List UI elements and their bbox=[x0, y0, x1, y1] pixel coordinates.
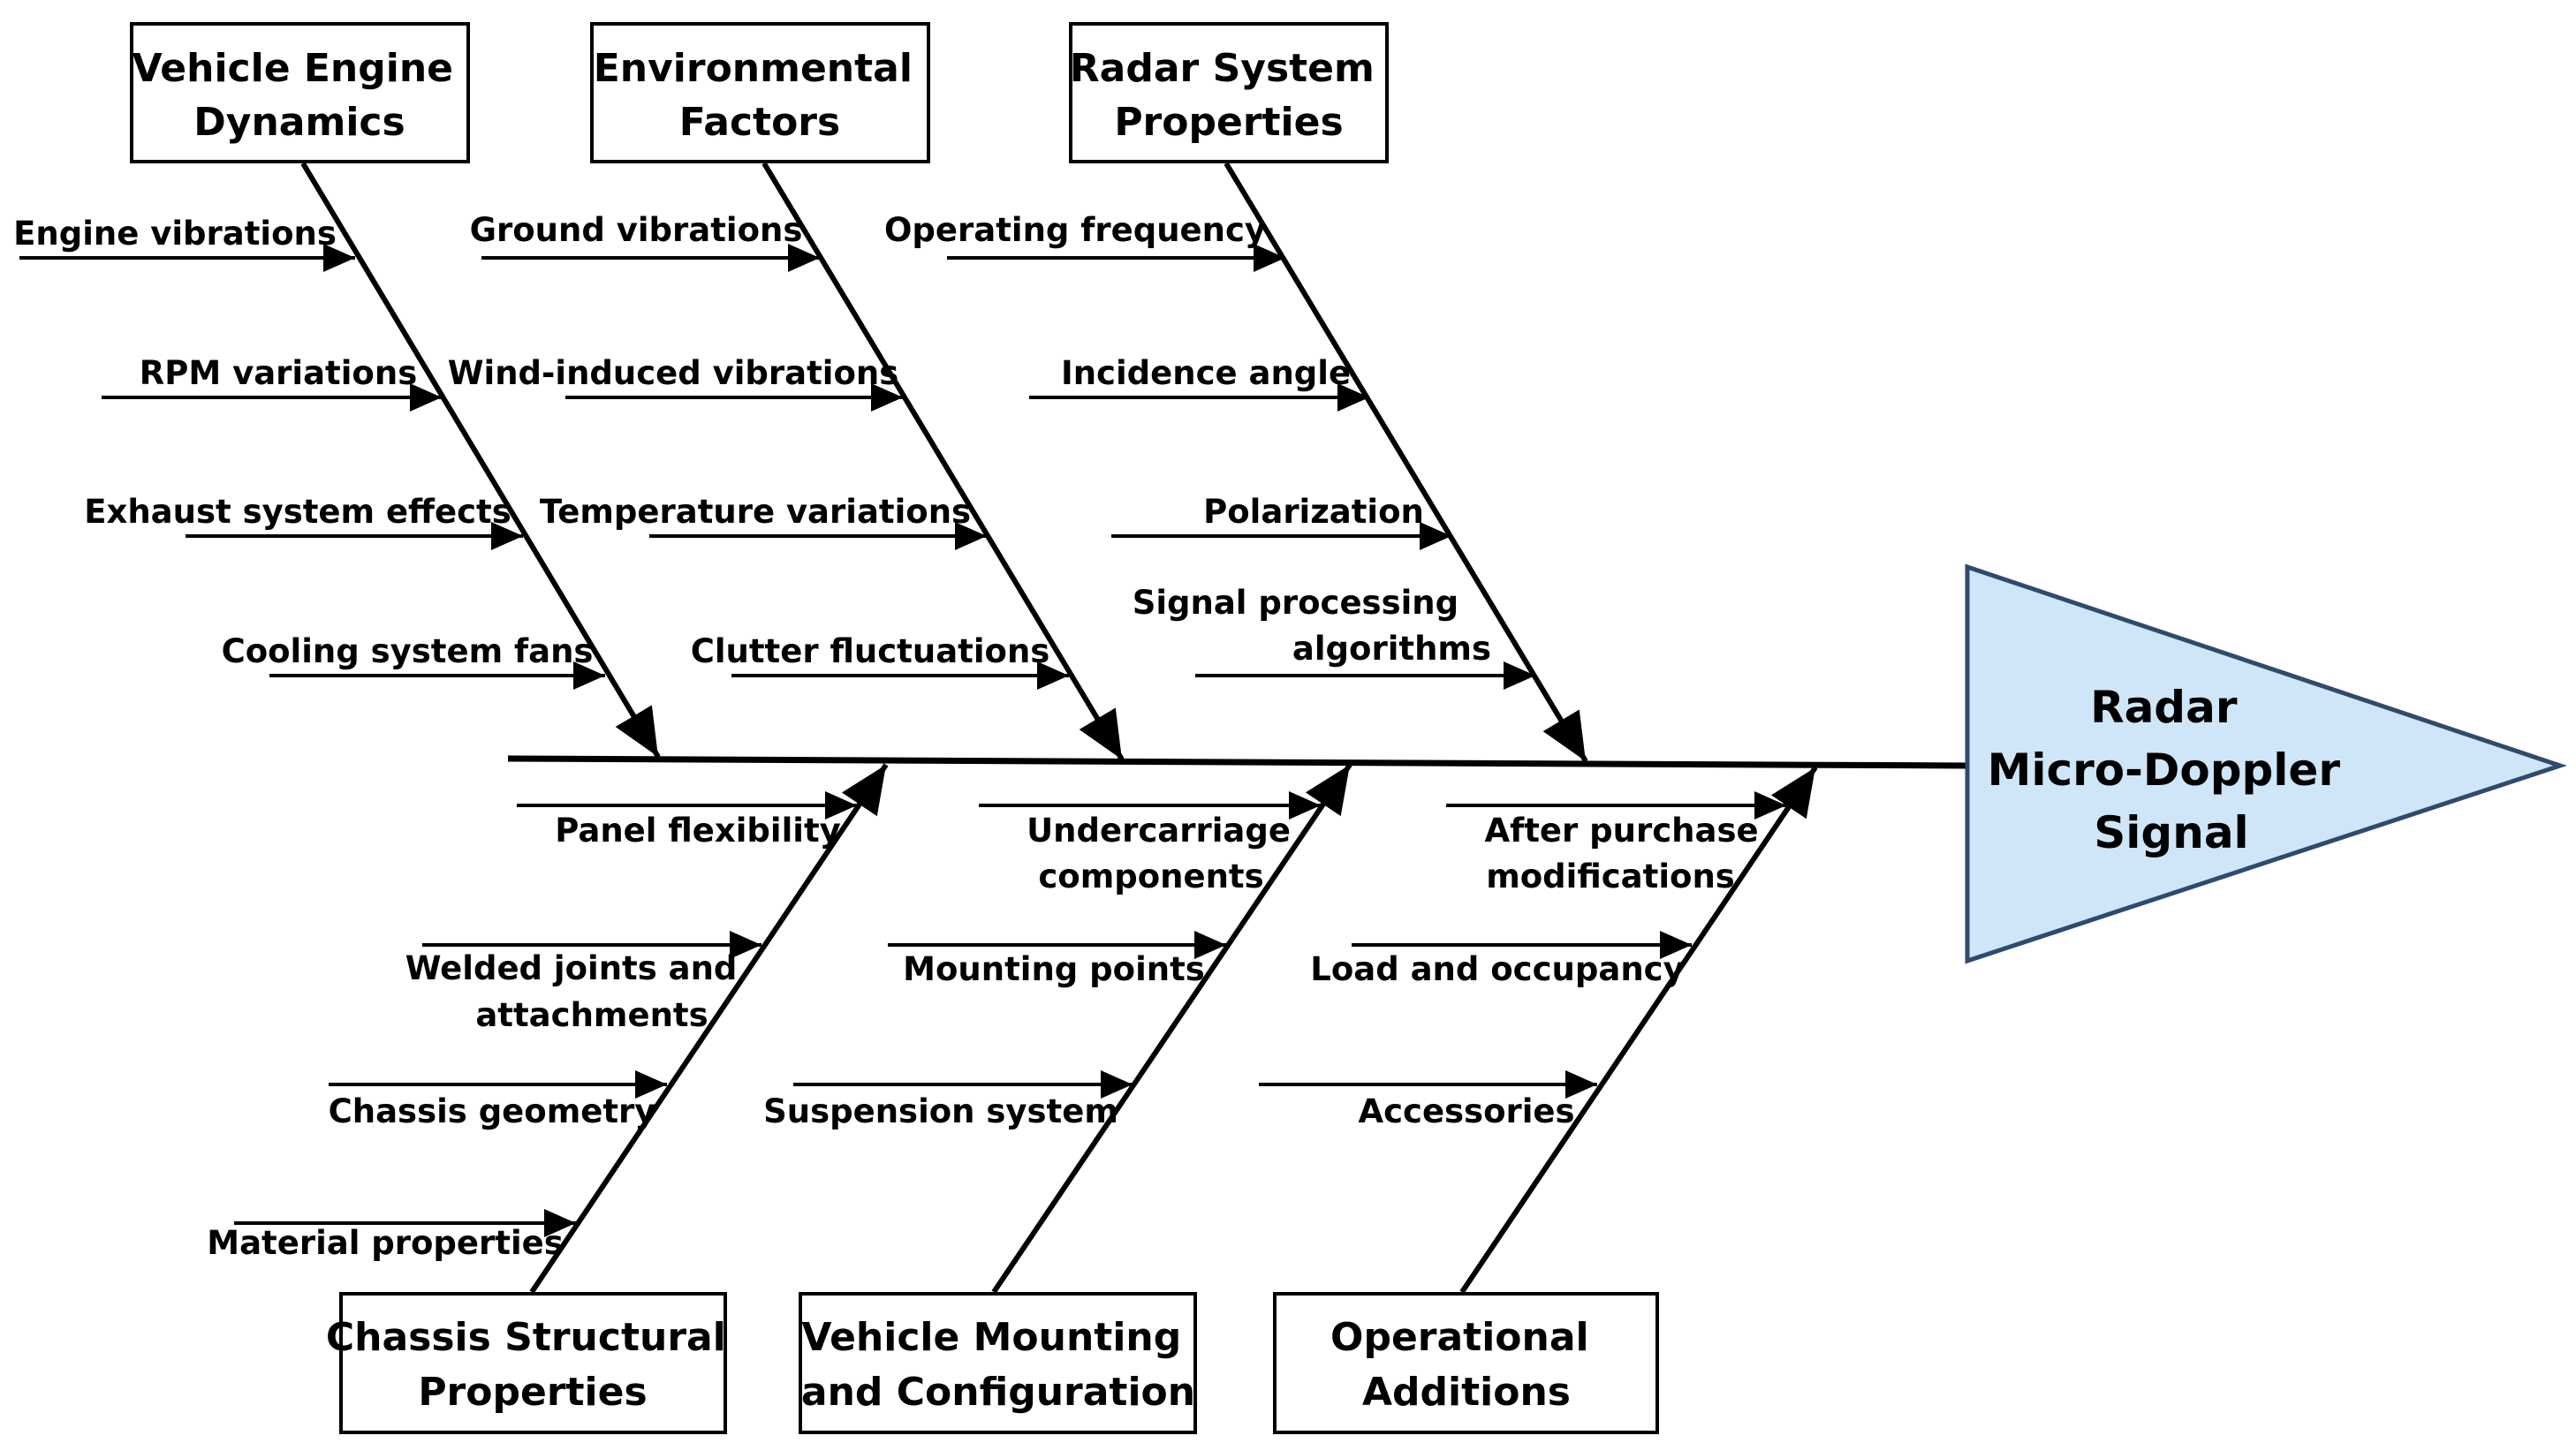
svg-text:Clutter fluctuations: Clutter fluctuations bbox=[691, 632, 1050, 670]
svg-text:Vehicle Engine Dynamics: Vehicle Engine Dynamics bbox=[133, 46, 467, 145]
category-box bbox=[1273, 1292, 1659, 1434]
svg-text:Vehicle Mounting and Con: Vehicle Mounting and Configuration bbox=[801, 1315, 1195, 1415]
category-vehicle-engine-dynamics: Vehicle Engine Dynamics Engine vibration… bbox=[13, 22, 661, 759]
svg-text:Engine vibrations: Engine vibrations bbox=[13, 215, 337, 253]
cause-label: Material properties bbox=[207, 1224, 564, 1262]
cause-label: Ground vibrations bbox=[470, 211, 803, 249]
svg-text:Wind-induced vibrations: Wind-induced vibrations bbox=[448, 354, 899, 392]
cause-label: Polarization bbox=[1203, 493, 1424, 531]
svg-text:Chassis Structural Prope: Chassis Structural Properties bbox=[326, 1315, 739, 1415]
cause-label: Engine vibrations bbox=[13, 215, 337, 253]
spine-line bbox=[507, 755, 1966, 769]
svg-text:Temperature variations: Temperature variations bbox=[540, 493, 971, 531]
cause-label-line-2: attachments bbox=[475, 996, 708, 1034]
cause-label: Wind-induced vibrations bbox=[448, 354, 899, 392]
category-title-line-1: Vehicle Mounting bbox=[801, 1315, 1181, 1360]
branch-line bbox=[1459, 766, 1818, 1294]
svg-text:Mounting points: Mounting points bbox=[903, 950, 1205, 988]
effect-label-line-2: Micro-Doppler bbox=[1988, 744, 2341, 796]
category-environmental-factors: Environmental Factors Ground vibrations … bbox=[448, 22, 1125, 761]
cause-label-line-1: Welded joints and bbox=[405, 949, 738, 987]
cause-label: Panel flexibility bbox=[555, 812, 841, 850]
branch-line bbox=[991, 763, 1352, 1294]
cause-label-line-1: Signal processing bbox=[1133, 584, 1458, 622]
branch-line bbox=[300, 162, 661, 759]
svg-text:Load and occupancy: Load and occupancy bbox=[1310, 950, 1684, 988]
svg-text:Accessories: Accessories bbox=[1358, 1092, 1574, 1130]
cause-label: Incidence angle bbox=[1061, 354, 1351, 392]
branch-line bbox=[529, 763, 889, 1294]
category-title-line-2: Factors bbox=[679, 100, 840, 145]
category-title-line-2: Additions bbox=[1362, 1370, 1571, 1415]
cause-label: Exhaust system effects bbox=[84, 493, 511, 531]
cause-label-line-2: modifications bbox=[1486, 857, 1735, 895]
svg-text:Suspension system: Suspension system bbox=[763, 1092, 1118, 1130]
category-title-line-1: Operational bbox=[1330, 1315, 1589, 1360]
svg-text:Environmental Factors: Environmental Factors bbox=[594, 46, 927, 145]
category-operational-additions: Operational Additions After purchase mod… bbox=[1259, 766, 1818, 1434]
svg-text:Chassis geometry: Chassis geometry bbox=[329, 1092, 656, 1130]
effect-label-line-3: Signal bbox=[2094, 807, 2248, 858]
category-box bbox=[339, 1292, 727, 1434]
category-box bbox=[590, 22, 930, 163]
category-box bbox=[1069, 22, 1389, 163]
cause-label: Mounting points bbox=[903, 950, 1205, 988]
cause-label: Load and occupancy bbox=[1310, 950, 1684, 988]
svg-text:Operational Additions: Operational Additions bbox=[1330, 1315, 1602, 1415]
category-title-line-2: Properties bbox=[418, 1370, 647, 1415]
category-title-line-2: and Configuration bbox=[801, 1370, 1195, 1415]
branch-line bbox=[761, 162, 1125, 761]
category-title-line-2: Dynamics bbox=[193, 100, 405, 145]
svg-text:Radar Micro-Doppler: Radar Micro-Doppler Signal bbox=[1988, 682, 2356, 858]
svg-text:Polarization: Polarization bbox=[1203, 493, 1424, 531]
category-title-line-2: Properties bbox=[1114, 100, 1343, 145]
svg-text:Welded joints and attach: Welded joints and attachments bbox=[405, 949, 749, 1034]
cause-label: Accessories bbox=[1358, 1092, 1574, 1130]
svg-text:Signal processing algori: Signal processing algorithms bbox=[1133, 584, 1491, 668]
svg-text:Cooling system fans: Cooling system fans bbox=[222, 632, 594, 670]
cause-label: Suspension system bbox=[763, 1092, 1118, 1130]
category-radar-system-properties: Radar System Properties Operating freque… bbox=[884, 22, 1588, 763]
svg-text:Undercarriage components: Undercarriage components bbox=[1027, 812, 1302, 895]
svg-text:Incidence angle: Incidence angle bbox=[1061, 354, 1351, 392]
category-title-line-1: Chassis Structural bbox=[326, 1315, 726, 1360]
branch-line bbox=[1224, 162, 1588, 763]
cause-label: Temperature variations bbox=[540, 493, 971, 531]
cause-label-line-2: algorithms bbox=[1292, 630, 1491, 668]
cause-label-line-1: Undercarriage bbox=[1027, 812, 1291, 850]
svg-text:Radar System Properties: Radar System Properties bbox=[1070, 46, 1388, 145]
cause-label-line-1: After purchase bbox=[1485, 812, 1759, 850]
cause-label: Clutter fluctuations bbox=[691, 632, 1050, 670]
svg-text:Ground vibrations: Ground vibrations bbox=[470, 211, 803, 249]
svg-text:RPM variations: RPM variations bbox=[140, 354, 417, 392]
cause-label: Cooling system fans bbox=[222, 632, 594, 670]
svg-text:Exhaust system effects: Exhaust system effects bbox=[84, 493, 511, 531]
category-title-line-1: Radar System bbox=[1070, 46, 1375, 91]
svg-text:Material properties: Material properties bbox=[207, 1224, 564, 1262]
cause-label-line-2: components bbox=[1038, 857, 1263, 895]
effect-triangle bbox=[1965, 563, 2567, 964]
svg-text:Operating frequency: Operating frequency bbox=[884, 211, 1266, 249]
svg-text:Panel flexibility: Panel flexibility bbox=[555, 812, 841, 850]
category-title-line-1: Environmental bbox=[594, 46, 913, 91]
category-vehicle-mounting-configuration: Vehicle Mounting and Configuration Under… bbox=[763, 763, 1352, 1434]
cause-label: Operating frequency bbox=[884, 211, 1266, 249]
effect-head: Radar Micro-Doppler Signal bbox=[1965, 563, 2567, 964]
category-title-line-1: Vehicle Engine bbox=[133, 46, 453, 91]
category-chassis-structural-properties: Chassis Structural Properties Panel flex… bbox=[207, 763, 889, 1434]
cause-label: RPM variations bbox=[140, 354, 417, 392]
category-box bbox=[130, 22, 470, 163]
effect-label-line-1: Radar bbox=[2090, 682, 2238, 733]
category-box bbox=[799, 1292, 1197, 1434]
svg-text:After purchase modificat: After purchase modifications bbox=[1485, 812, 1770, 895]
cause-label: Chassis geometry bbox=[329, 1092, 656, 1130]
